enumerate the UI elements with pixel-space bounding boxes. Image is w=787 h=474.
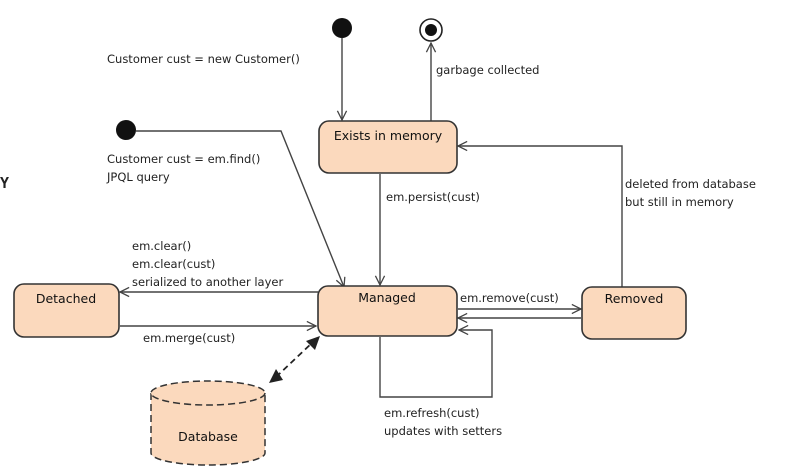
label-persist: em.persist(cust) <box>386 190 480 204</box>
initial-node-new <box>332 18 352 38</box>
edge-refresh-self-loop <box>379 330 493 398</box>
edge-database-link <box>269 336 320 383</box>
label-find-line2: JPQL query <box>106 170 170 184</box>
final-node <box>419 18 443 42</box>
label-new-customer: Customer cust = new Customer() <box>107 52 300 66</box>
label-refresh-line2: updates with setters <box>384 424 502 438</box>
database-cylinder: Database <box>150 380 266 466</box>
label-deleted-line1: deleted from database <box>625 177 756 191</box>
label-garbage-collected: garbage collected <box>436 63 539 77</box>
label-deleted-line2: but still in memory <box>625 195 734 209</box>
database-label: Database <box>178 429 238 444</box>
state-label-exists: Exists in memory <box>334 128 443 143</box>
label-find-line1: Customer cust = em.find() <box>107 152 260 166</box>
label-clear-line1: em.clear() <box>132 239 191 253</box>
edge-find-to-managed <box>136 130 344 287</box>
initial-node-find <box>116 120 136 140</box>
margin-glyph: Y <box>0 174 9 192</box>
edge-removed-to-exists <box>458 146 623 288</box>
state-removed: Removed <box>581 286 687 340</box>
state-exists-in-memory: Exists in memory <box>318 120 458 174</box>
state-label-detached: Detached <box>36 291 96 306</box>
label-refresh-line1: em.refresh(cust) <box>384 406 479 420</box>
state-detached: Detached <box>13 283 120 338</box>
label-clear-line2: em.clear(cust) <box>132 257 215 271</box>
state-managed: Managed <box>317 285 458 337</box>
label-clear-line3: serialized to another layer <box>132 275 283 289</box>
label-merge: em.merge(cust) <box>143 331 235 345</box>
state-label-removed: Removed <box>605 291 664 306</box>
label-remove: em.remove(cust) <box>460 291 559 305</box>
state-label-managed: Managed <box>358 290 416 305</box>
